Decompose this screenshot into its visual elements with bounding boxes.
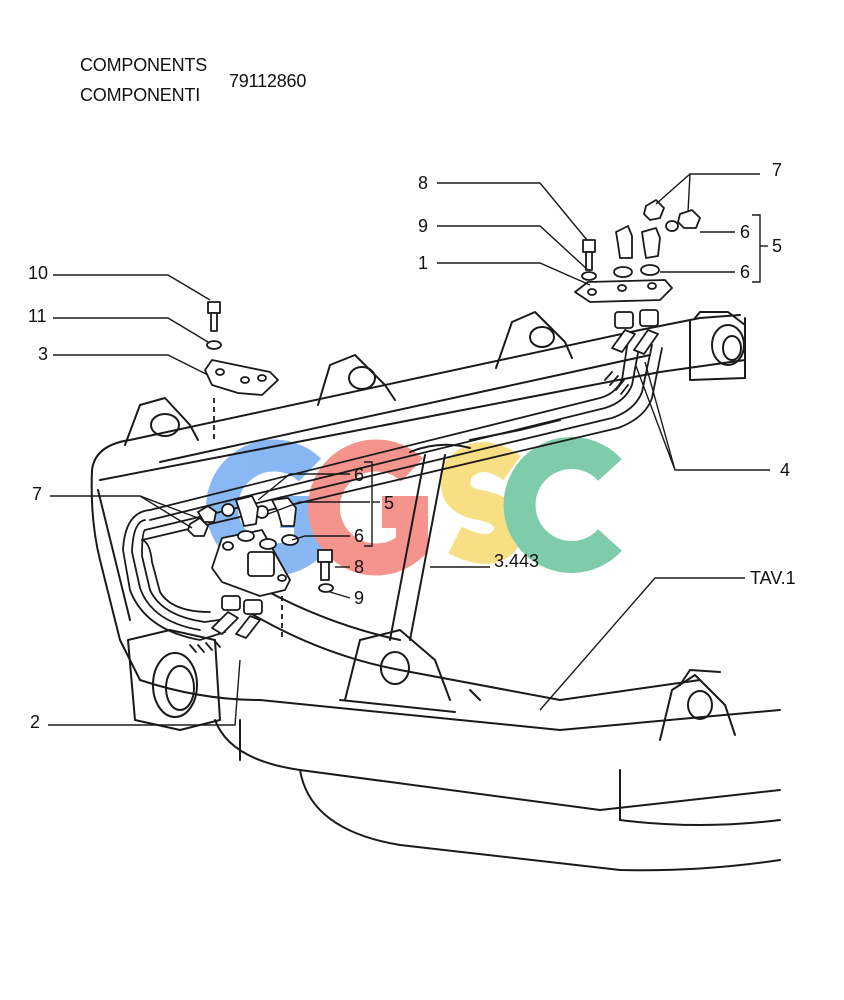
bolt-8-mid [317, 549, 333, 563]
callout-8-mid: 8 [354, 557, 364, 577]
callout-7-top: 7 [772, 160, 782, 180]
washer-9-top [581, 271, 597, 281]
hydraulic-pipes [122, 339, 663, 653]
chassis-frame [90, 311, 781, 872]
callout-11: 11 [28, 306, 47, 326]
callout-ref-3443: 3.443 [494, 551, 539, 571]
callout-9-mid: 9 [354, 588, 364, 608]
header-components-it: COMPONENTI [80, 85, 201, 105]
nut-7-mid [187, 517, 209, 537]
header-components-en: COMPONENTS [80, 55, 208, 75]
callout-tav-1: TAV.1 [750, 568, 796, 588]
watermark-letter-g2 [308, 439, 428, 576]
callout-4: 4 [780, 460, 790, 480]
watermark-letter-c [503, 437, 622, 573]
callout-2: 2 [30, 712, 40, 732]
bolt-10 [207, 301, 221, 314]
watermark-letter-s [440, 442, 525, 564]
callout-6-mid-a: 6 [354, 465, 364, 485]
callout-6-top-a: 6 [740, 222, 750, 242]
callout-5-top: 5 [772, 236, 782, 256]
nut-7-top-b [677, 209, 701, 229]
top-left-flange-assembly [204, 301, 279, 440]
callout-1: 1 [418, 253, 428, 273]
callout-7-mid: 7 [32, 484, 42, 504]
nut-7-top-a [643, 199, 665, 221]
callout-labels: 8 9 1 7 6 5 6 10 11 3 4 7 6 5 6 8 9 3.44… [28, 160, 796, 732]
callout-6-mid-b: 6 [354, 526, 364, 546]
callout-9-top: 9 [418, 216, 428, 236]
leader-lines [48, 173, 770, 726]
callout-10: 10 [28, 263, 48, 283]
washer-11 [206, 340, 222, 350]
callout-5-mid: 5 [384, 493, 394, 513]
callout-3: 3 [38, 344, 48, 364]
top-right-flange-assembly [574, 199, 701, 355]
washer-9-mid [318, 583, 334, 593]
mid-left-flange-assembly [187, 495, 334, 640]
callout-6-top-b: 6 [740, 262, 750, 282]
bolt-8-top [582, 239, 596, 253]
callout-8-top: 8 [418, 173, 428, 193]
header-part-number: 79112860 [229, 71, 307, 91]
